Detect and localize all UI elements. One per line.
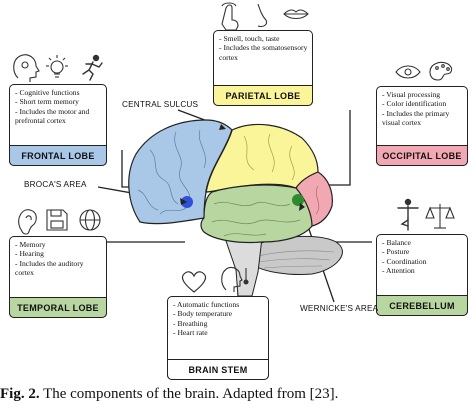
brain-stem-functions: Automatic functions Body temperature Bre… [168, 297, 268, 338]
head-thermometer-icon [221, 266, 249, 292]
occipital-lobe-box: Visual processing Color identification I… [376, 86, 468, 166]
figure-caption-text: The components of the brain. Adapted fro… [43, 386, 339, 402]
head-gear-icon [13, 54, 40, 82]
temporal-lobe-box: Memory Hearing Includes the auditory cor… [9, 236, 107, 318]
list-item: Hearing [15, 249, 102, 258]
list-item: Cognitive functions [15, 88, 102, 97]
list-item: Breathing [173, 319, 264, 328]
list-item: Color identification [382, 99, 463, 108]
parietal-lobe-functions: Smell, touch, taste Includes the somatos… [214, 31, 312, 62]
list-item: Includes the motor and prefrontal cortex [15, 107, 102, 126]
brain-stem-box: Automatic functions Body temperature Bre… [167, 296, 269, 380]
list-item: Includes the auditory cortex [15, 259, 102, 278]
brain-stem-label: BRAIN STEM [167, 359, 269, 380]
list-item: Coordination [382, 257, 463, 266]
frontal-lobe-functions: Cognitive functions Short term memory In… [10, 85, 106, 126]
list-item: Smell, touch, taste [219, 34, 308, 43]
list-item: Balance [382, 238, 463, 247]
temporal-lobe-shape [200, 184, 313, 244]
occipital-lobe-functions: Visual processing Color identification I… [377, 87, 467, 128]
list-item: Memory [15, 240, 102, 249]
wernickes-area-label: WERNICKE'S AREA [300, 304, 379, 313]
list-item: Includes the somatosensory cortex [219, 43, 308, 62]
list-item: Posture [382, 247, 463, 256]
cerebellum-box: Balance Posture Coordination Attention C… [376, 234, 468, 316]
figure-caption: Fig. 2. The components of the brain. Ada… [0, 386, 338, 403]
temporal-lobe-label: TEMPORAL LOBE [9, 297, 107, 318]
wernickes-area-dot [292, 194, 304, 206]
scales-icon [425, 204, 455, 229]
list-item: Body temperature [173, 309, 264, 318]
heart-icon [181, 271, 207, 293]
list-item: Includes the primary visual cortex [382, 109, 463, 128]
palette-icon [429, 61, 453, 81]
cerebellum-label: CEREBELLUM [376, 295, 468, 316]
central-sulcus-label: CENTRAL SULCUS [122, 100, 199, 109]
yoga-balance-icon [397, 198, 419, 231]
list-item: Attention [382, 266, 463, 275]
floppy-disk-icon [46, 209, 68, 231]
lightbulb-icon [46, 55, 68, 78]
parietal-lobe-label: PARIETAL LOBE [213, 85, 313, 106]
list-item: Automatic functions [173, 300, 264, 309]
cerebellum-functions: Balance Posture Coordination Attention [377, 235, 467, 276]
ear-icon [18, 209, 37, 235]
frontal-lobe-label: FRONTAL LOBE [9, 145, 107, 166]
hand-touch-icon [221, 2, 239, 31]
figure-caption-prefix: Fig. 2. [0, 386, 40, 402]
lips-icon [283, 9, 309, 20]
frontal-lobe-box: Cognitive functions Short term memory In… [9, 84, 107, 166]
parietal-lobe-box: Smell, touch, taste Includes the somatos… [213, 30, 313, 106]
brocas-area-label: BROCA'S AREA [24, 180, 87, 189]
occipital-lobe-label: OCCIPITAL LOBE [376, 145, 468, 166]
globe-icon [79, 209, 101, 231]
list-item: Visual processing [382, 90, 463, 99]
eye-icon [395, 65, 421, 79]
list-item: Short term memory [15, 97, 102, 106]
nose-icon [257, 3, 268, 28]
list-item: Heart rate [173, 328, 264, 337]
running-person-icon [82, 54, 103, 81]
temporal-lobe-functions: Memory Hearing Includes the auditory cor… [10, 237, 106, 278]
